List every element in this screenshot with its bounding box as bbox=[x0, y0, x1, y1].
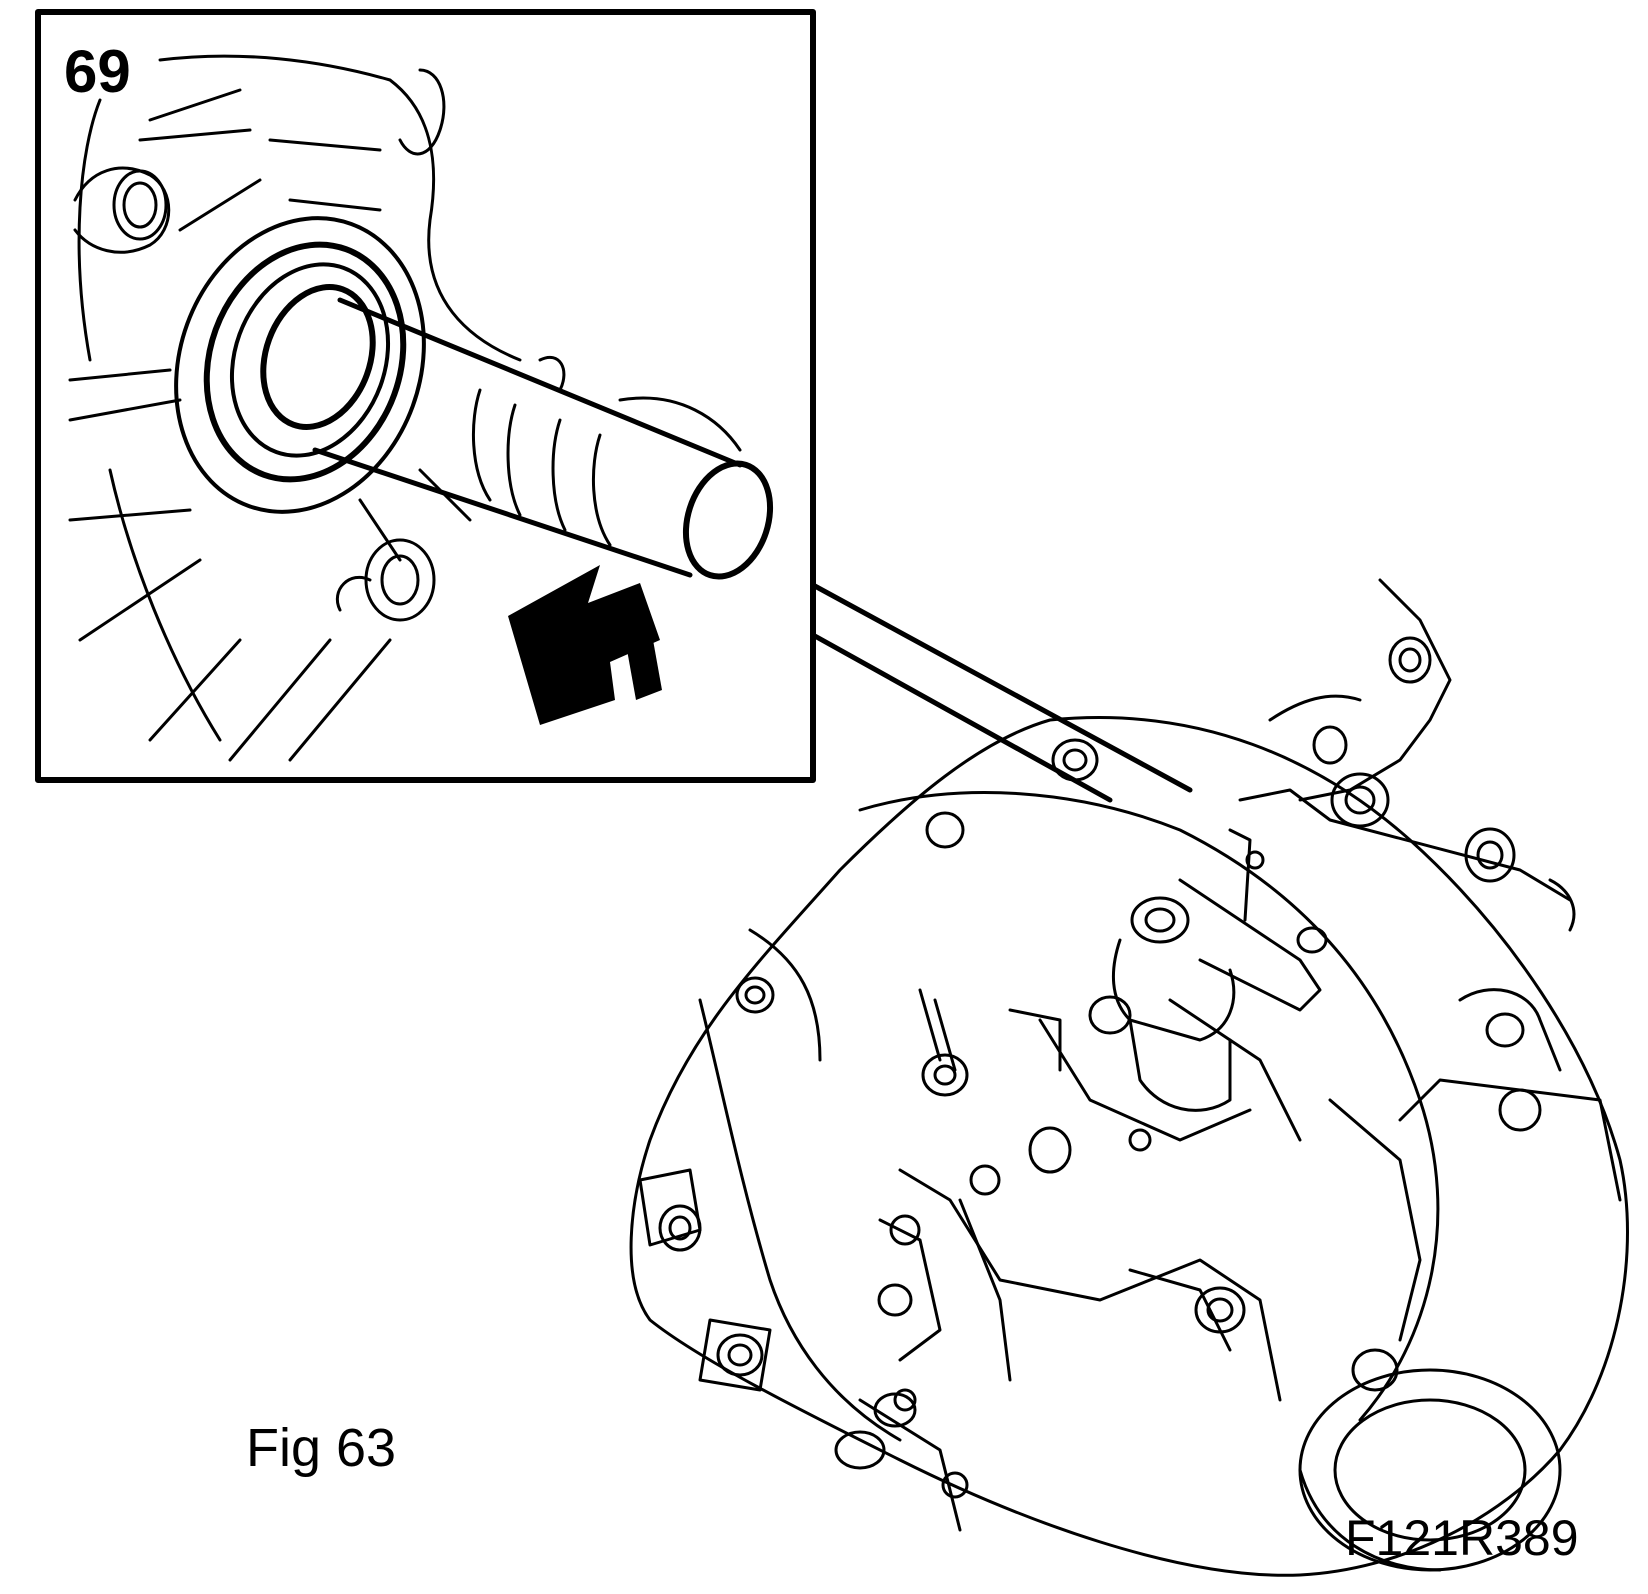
inset-shaft bbox=[312, 297, 774, 580]
inset-frame bbox=[35, 9, 816, 783]
callout-number: 69 bbox=[64, 38, 131, 105]
output-flange bbox=[1298, 1368, 1562, 1572]
detail-inset bbox=[35, 9, 1193, 803]
bell-housing bbox=[629, 716, 1629, 1577]
selector-mechanism bbox=[918, 828, 1328, 1174]
drawing-code: F121R389 bbox=[1345, 1510, 1579, 1566]
figure-caption: Fig 63 bbox=[246, 1418, 397, 1478]
inset-housing bbox=[68, 54, 742, 762]
insertion-arrow bbox=[508, 565, 660, 725]
support-bracket bbox=[1238, 578, 1576, 932]
gearbox-main bbox=[629, 578, 1629, 1577]
leader-line bbox=[810, 582, 1193, 803]
casing-details bbox=[834, 988, 1622, 1532]
inset-bearing bbox=[174, 216, 426, 514]
